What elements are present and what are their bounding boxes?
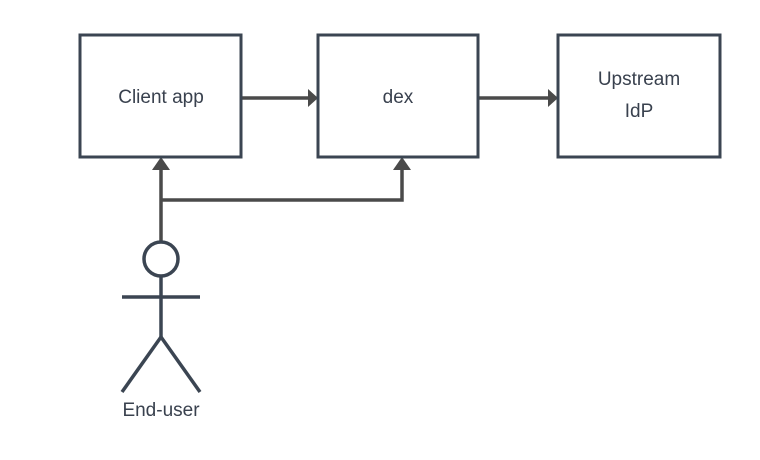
- actor-head-icon: [142, 240, 180, 278]
- node-dex-label: dex: [383, 87, 414, 108]
- arrow-head-icon: [308, 89, 318, 107]
- actor-leg-right: [159, 335, 202, 394]
- node-upstream-idp-label-line2: IdP: [625, 101, 654, 122]
- node-client-app-box: [78, 33, 243, 159]
- arrow-head-icon: [393, 157, 411, 170]
- arrow-head-icon: [548, 89, 558, 107]
- node-dex-box: [316, 33, 480, 159]
- actor-end-user[interactable]: End-user: [120, 240, 202, 421]
- node-client-app[interactable]: Client app: [78, 33, 243, 159]
- edge-client-app-to-dex[interactable]: [241, 89, 318, 107]
- edge-line: [161, 168, 404, 202]
- arrow-head-icon: [152, 157, 170, 170]
- node-upstream-idp-label-line1: Upstream: [598, 69, 680, 90]
- actor-end-user-label: End-user: [122, 400, 200, 421]
- actor-leg-left: [120, 335, 163, 394]
- node-upstream-idp[interactable]: Upstream IdP: [556, 33, 722, 159]
- node-client-app-label: Client app: [118, 87, 204, 108]
- node-dex[interactable]: dex: [316, 33, 480, 159]
- node-upstream-idp-box: [556, 33, 722, 159]
- edge-end-user-to-client-app[interactable]: [152, 157, 170, 242]
- edge-end-user-to-dex[interactable]: [161, 157, 411, 202]
- edge-dex-to-upstream-idp[interactable]: [478, 89, 558, 107]
